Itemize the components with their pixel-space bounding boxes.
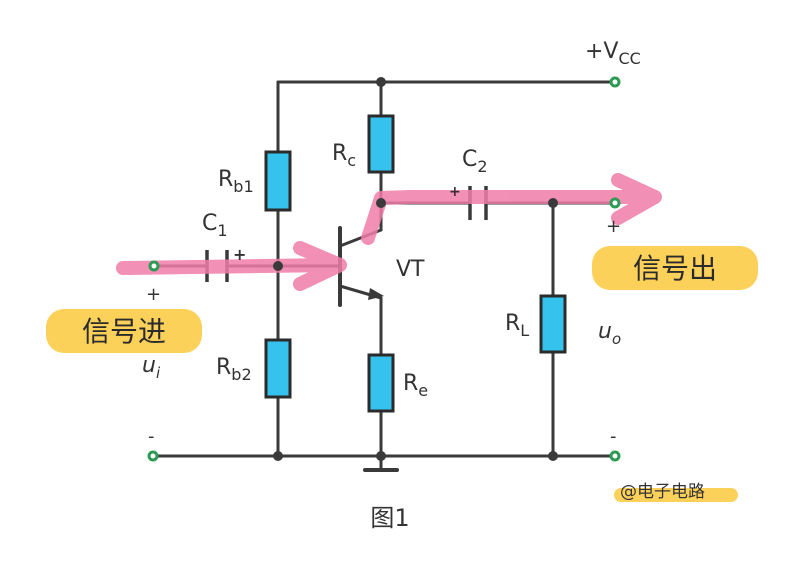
c2-label: C2 xyxy=(462,147,488,176)
resistor-rb2 xyxy=(264,338,292,399)
output-tag: 信号出 xyxy=(633,252,717,285)
input-plus: + xyxy=(146,284,161,305)
watermark-highlight xyxy=(614,488,738,502)
output-ground-terminal xyxy=(609,450,621,462)
figure-caption: 图1 xyxy=(370,504,409,532)
rb2-label: Rb2 xyxy=(216,355,252,384)
input-minus: - xyxy=(148,426,155,447)
watermark: @电子电路 xyxy=(620,482,705,502)
signal-path-out xyxy=(361,173,662,245)
rb1-label: Rb1 xyxy=(218,167,254,196)
junctions xyxy=(273,77,558,461)
resistor-rb1 xyxy=(264,150,292,212)
c1-polarity: + xyxy=(233,245,246,264)
vcc-terminal xyxy=(609,76,621,88)
input-ground-terminal xyxy=(147,450,159,462)
emitter-arrow-icon xyxy=(368,288,384,300)
output-plus: + xyxy=(606,216,621,237)
resistor-rl xyxy=(539,294,567,354)
resistor-re xyxy=(367,353,395,413)
c1-label: C1 xyxy=(202,211,228,240)
transistor-label: VT xyxy=(396,257,425,282)
resistor-rc xyxy=(367,114,395,174)
rc-label: Rc xyxy=(332,141,356,170)
re-label: Re xyxy=(403,371,428,400)
c2-polarity: + xyxy=(449,184,461,200)
rl-label: RL xyxy=(505,311,529,340)
output-tag-highlight xyxy=(592,246,758,290)
input-terminal xyxy=(148,260,160,272)
output-minus: - xyxy=(610,426,617,447)
terminals xyxy=(147,76,621,462)
input-tag-highlight xyxy=(46,309,202,353)
input-voltage-label: ui xyxy=(142,353,161,382)
vcc-label: +VCC xyxy=(585,39,641,68)
output-terminal xyxy=(609,197,621,209)
input-tag: 信号进 xyxy=(82,315,166,348)
output-voltage-label: uo xyxy=(598,319,621,348)
